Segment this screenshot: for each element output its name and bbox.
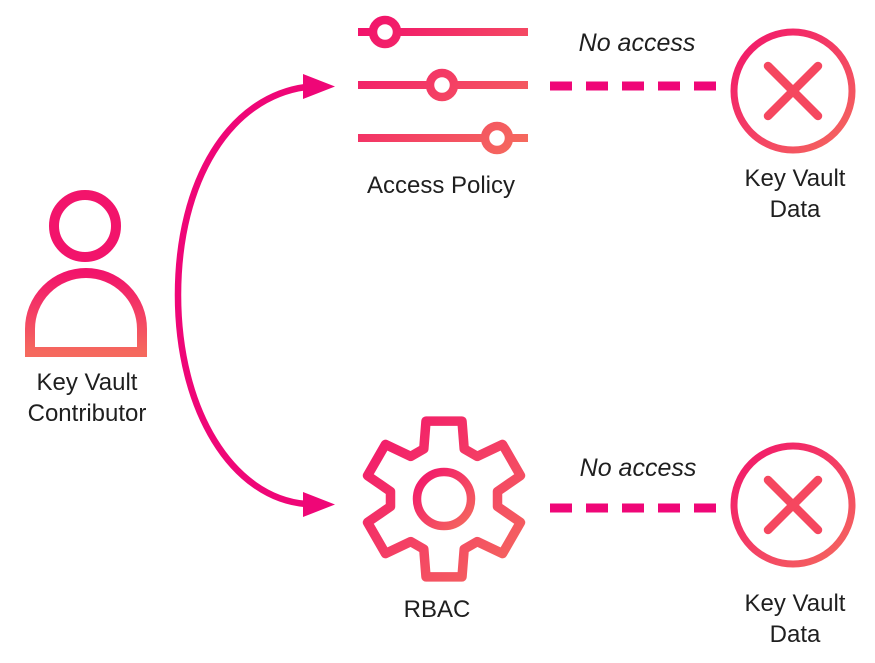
circle-x-icon-top (730, 28, 856, 154)
actor-label: Key Vault Contributor (27, 369, 147, 428)
person-icon (25, 190, 147, 357)
key-vault-data-label-top: Key Vault Data (744, 165, 846, 224)
key-vault-data-label-bottom: Key Vault Data (744, 590, 846, 649)
arrowhead-top-icon (303, 74, 335, 99)
arrowhead-bottom-icon (303, 492, 335, 517)
rbac-label: RBAC (403, 596, 471, 623)
sliders-icon (358, 15, 528, 155)
curved-arrow (174, 74, 335, 517)
no-access-label-top: No access (578, 29, 696, 57)
circle-x-icon-bottom (730, 442, 856, 568)
access-policy-label: Access Policy (366, 172, 516, 199)
gear-icon (362, 416, 526, 582)
no-access-label-bottom: No access (579, 454, 697, 482)
